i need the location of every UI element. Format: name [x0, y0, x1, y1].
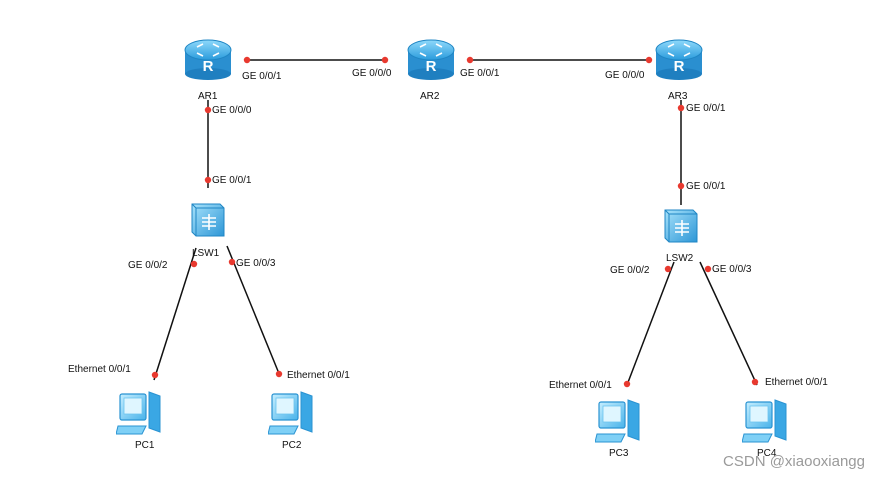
router-ar3[interactable]: AR3: [655, 39, 703, 102]
links-layer: [153, 59, 758, 386]
port-dot: [204, 106, 212, 114]
link-lsw2-pc3: [626, 261, 675, 386]
device-label-ar2: AR2: [420, 91, 440, 102]
router-icon: [655, 39, 703, 80]
device-label-pc2: PC2: [282, 440, 302, 451]
switch-icon: [664, 209, 698, 243]
device-label-pc4: PC4: [757, 448, 777, 459]
device-label-ar1: AR1: [198, 91, 218, 102]
link-lsw2-pc4: [699, 261, 758, 386]
port-dot: [645, 56, 653, 64]
port-label-lsw2-ge002: GE 0/0/2: [610, 265, 650, 276]
router-ar1[interactable]: AR1: [184, 39, 232, 102]
pc-icon: [268, 391, 313, 435]
port-dot: [704, 265, 712, 273]
router-ar2[interactable]: AR2: [407, 39, 455, 102]
devices: AR1 AR2 AR3 LSW1 LSW2 PC1 PC2 PC3: [116, 39, 787, 459]
port-dot: [664, 265, 672, 273]
port-dots: [151, 56, 759, 388]
port-label-lsw1-ge003: GE 0/0/3: [236, 258, 276, 269]
pc-pc3[interactable]: PC3: [595, 399, 640, 459]
device-label-ar3: AR3: [668, 91, 688, 102]
link-lsw1-pc2: [226, 245, 281, 377]
port-label-lsw1-ge002: GE 0/0/2: [128, 260, 168, 271]
device-label-pc1: PC1: [135, 440, 155, 451]
link-lsw1-pc1: [153, 247, 197, 381]
port-label-lsw2-ge001: GE 0/0/1: [686, 181, 726, 192]
port-label-ar2-ge001: GE 0/0/1: [460, 68, 500, 79]
port-labels: GE 0/0/1 GE 0/0/0 GE 0/0/1 GE 0/0/0 GE 0…: [68, 68, 828, 391]
switch-icon: [191, 203, 225, 237]
port-dot: [190, 260, 198, 268]
router-icon: [407, 39, 455, 80]
port-label-ar3-ge000: GE 0/0/0: [605, 70, 645, 81]
pc-icon: [742, 399, 787, 443]
port-label-ar1-ge000: GE 0/0/0: [212, 105, 252, 116]
pc-pc1[interactable]: PC1: [116, 391, 161, 451]
pc-pc2[interactable]: PC2: [268, 391, 313, 451]
port-label-pc4-eth: Ethernet 0/0/1: [765, 377, 828, 388]
port-label-ar3-ge001: GE 0/0/1: [686, 103, 726, 114]
port-label-pc2-eth: Ethernet 0/0/1: [287, 370, 350, 381]
router-icon: [184, 39, 232, 80]
port-dot: [151, 371, 159, 379]
port-label-pc1-eth: Ethernet 0/0/1: [68, 364, 131, 375]
port-dot: [381, 56, 389, 64]
pc-icon: [595, 399, 640, 443]
switch-lsw2[interactable]: LSW2: [664, 209, 698, 264]
device-label-pc3: PC3: [609, 448, 629, 459]
port-dot: [677, 182, 685, 190]
switch-lsw1[interactable]: LSW1: [191, 203, 225, 259]
port-dot: [243, 56, 251, 64]
port-label-lsw1-ge001: GE 0/0/1: [212, 175, 252, 186]
device-label-lsw2: LSW2: [666, 253, 694, 264]
port-dot: [228, 258, 236, 266]
pc-icon: [116, 391, 161, 435]
port-dot: [623, 380, 631, 388]
port-dot: [677, 104, 685, 112]
pc-pc4[interactable]: PC4: [742, 399, 787, 459]
watermark: CSDN @xiaooxiangg: [723, 453, 865, 470]
device-label-lsw1: LSW1: [192, 248, 220, 259]
port-label-ar2-ge000: GE 0/0/0: [352, 68, 392, 79]
port-dot: [751, 378, 759, 386]
port-label-ar1-ge001: GE 0/0/1: [242, 71, 282, 82]
port-label-pc3-eth: Ethernet 0/0/1: [549, 380, 612, 391]
port-dot: [204, 176, 212, 184]
port-dot: [466, 56, 474, 64]
port-dot: [275, 370, 283, 378]
port-label-lsw2-ge003: GE 0/0/3: [712, 264, 752, 275]
